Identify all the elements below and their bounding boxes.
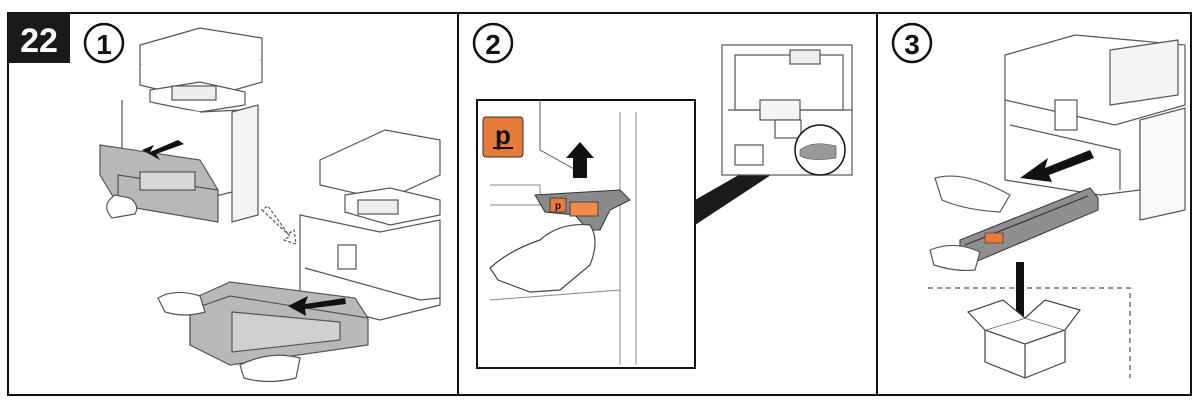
arrow-icon — [1020, 150, 1094, 182]
arrow-icon — [288, 296, 346, 316]
panel-number-1: 1 — [83, 22, 125, 64]
step-badge: 22 — [8, 13, 70, 63]
printer-icon — [1004, 34, 1186, 221]
box-icon — [966, 299, 1082, 379]
svg-text:2: 2 — [485, 29, 501, 60]
dashed-guide — [928, 287, 1131, 378]
panel-3: 3 — [891, 22, 1186, 379]
printer-icon — [299, 129, 441, 321]
hand-icon — [489, 223, 596, 293]
part-tag-label: p — [555, 201, 561, 212]
panel-2: 2 p p — [472, 22, 853, 369]
arrow-icon — [261, 205, 297, 245]
hand-icon — [929, 175, 1011, 272]
svg-text:3: 3 — [904, 29, 920, 60]
callout-tag-label: p — [495, 120, 511, 150]
panel-number-3: 3 — [891, 22, 933, 64]
panel-number-2: 2 — [472, 22, 514, 64]
part-tag — [549, 197, 567, 213]
outer-frame — [7, 12, 1192, 396]
zoom-callout: p p — [476, 99, 696, 369]
arrow-icon — [566, 142, 594, 178]
arrow-icon — [142, 140, 184, 160]
panel-1: 1 — [83, 22, 441, 383]
hand-icon — [157, 291, 301, 383]
zoom-source-circle — [794, 124, 846, 176]
step-number: 22 — [20, 22, 58, 60]
svg-text:1: 1 — [96, 29, 112, 60]
hand-icon — [106, 194, 138, 219]
